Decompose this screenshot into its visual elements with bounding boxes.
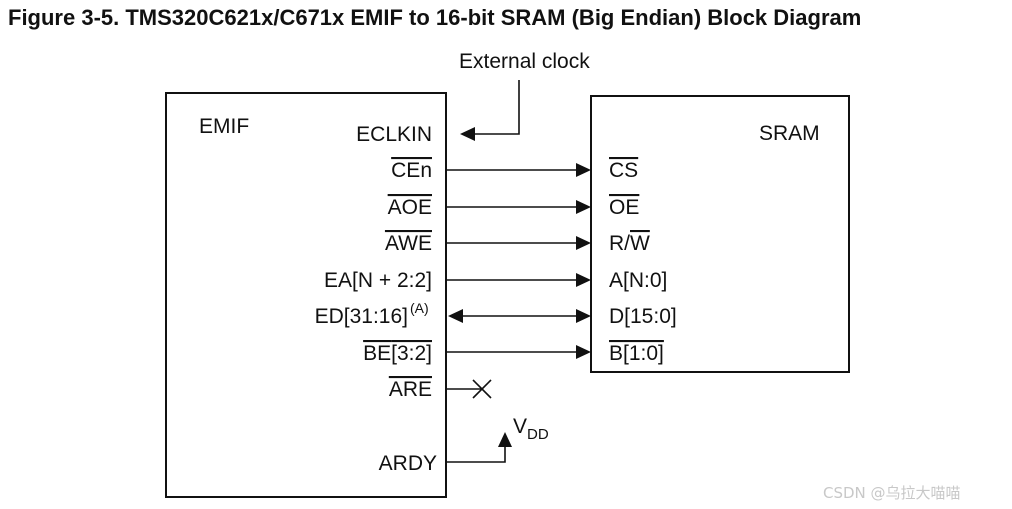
emif-block (165, 92, 447, 498)
vdd-label: VDD (513, 415, 549, 443)
sram-b-prefix: B (609, 342, 623, 365)
sram-rw-w: W (630, 232, 650, 255)
emif-be-label: BE[3:2] (363, 342, 432, 365)
emif-cen-label: CEn (391, 159, 432, 182)
emif-ed-note: (A) (410, 300, 429, 316)
rw-arrowhead (576, 236, 591, 250)
figure-title: Figure 3-5. TMS320C621x/C671x EMIF to 16… (8, 5, 862, 30)
sram-b-range: [1:0] (623, 342, 664, 365)
emif-awe-label: AWE (385, 232, 432, 255)
external-clock-label: External clock (459, 50, 590, 73)
emif-ed-label: ED[31:16] (315, 305, 408, 328)
emif-be-prefix: BE (363, 342, 391, 365)
b-arrowhead (576, 345, 591, 359)
emif-ea-label: EA[N + 2:2] (324, 269, 432, 292)
watermark: CSDN @乌拉大喵喵 (823, 484, 961, 502)
external-clock-wire (474, 80, 520, 135)
sram-oe-label: OE (609, 196, 639, 219)
sram-d-label: D[15:0] (609, 305, 677, 328)
ardy-pullup-wire (446, 447, 506, 463)
vdd-base: V (513, 415, 527, 438)
emif-are-label: ARE (389, 378, 432, 401)
d-arrowhead (576, 309, 591, 323)
sram-a-label: A[N:0] (609, 269, 667, 292)
a-arrowhead (576, 273, 591, 287)
sram-cs-label: CS (609, 159, 638, 182)
ed-arrowhead (448, 309, 463, 323)
emif-eclkin-label: ECLKIN (356, 123, 432, 146)
emif-ardy-label: ARDY (379, 452, 437, 475)
emif-aoe-label: AOE (388, 196, 432, 219)
emif-label: EMIF (199, 115, 249, 138)
sram-block (590, 95, 850, 373)
emif-be-range: [3:2] (391, 342, 432, 365)
are-no-connect-mark-b (472, 379, 492, 399)
vdd-arrowhead (498, 432, 512, 447)
oe-arrowhead (576, 200, 591, 214)
sram-rw-r: R/ (609, 232, 630, 255)
cs-arrowhead (576, 163, 591, 177)
vdd-subscript: DD (527, 426, 549, 443)
sram-rw-label: R/W (609, 232, 650, 255)
sram-label: SRAM (759, 122, 820, 145)
sram-b-label: B[1:0] (609, 342, 664, 365)
eclkin-arrowhead (460, 127, 475, 141)
